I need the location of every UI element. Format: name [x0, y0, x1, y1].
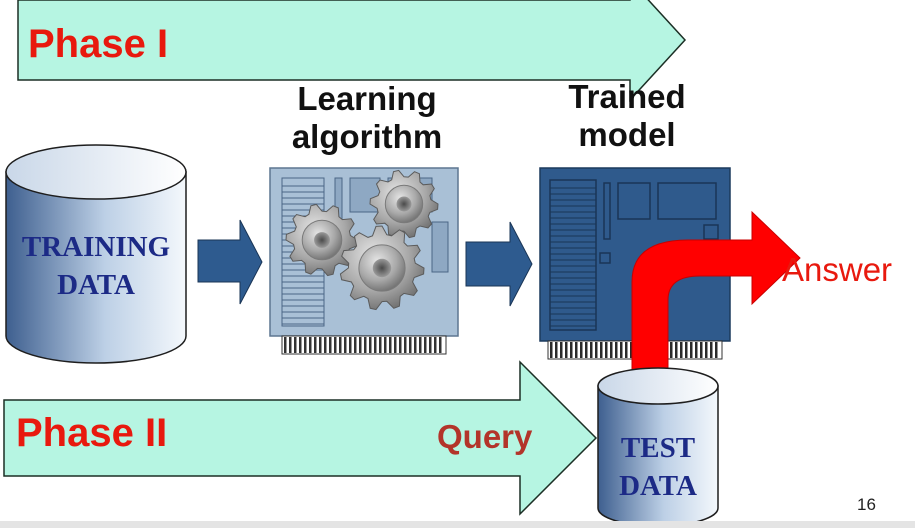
trained-model-caption: Trained model — [527, 78, 727, 154]
training-data-cylinder — [5, 144, 187, 364]
phase-two-label: Phase II — [16, 411, 168, 455]
test-data-line1: TEST — [620, 432, 696, 464]
test-data-label: TEST DATA — [598, 429, 718, 505]
trained-model-line2: model — [578, 116, 676, 153]
gear-icon — [339, 225, 425, 311]
test-data-line2: DATA — [619, 470, 697, 502]
phase-one-label: Phase I — [28, 22, 169, 66]
learning-algorithm-line2: algorithm — [291, 118, 443, 155]
learning-algorithm-line1: Learning — [297, 80, 437, 117]
trained-model-line1: Trained — [568, 78, 686, 115]
flow-arrow-to-model — [465, 221, 533, 307]
slide-number: 16 — [857, 495, 876, 514]
learning-algorithm-caption: Learning algorithm — [262, 80, 472, 156]
answer-arrow — [631, 210, 801, 377]
flow-arrow-to-algorithm — [197, 219, 263, 305]
training-data-label: TRAINING DATA — [6, 228, 186, 304]
query-label: Query — [437, 418, 533, 455]
gear-icon — [369, 169, 439, 239]
phase-one-arrow — [17, 0, 687, 102]
phase-two-arrow — [3, 360, 598, 516]
learning-algorithm-board — [269, 167, 459, 355]
test-data-cylinder — [597, 367, 719, 527]
answer-label: Answer — [782, 251, 893, 288]
training-data-line1: TRAINING — [21, 231, 171, 263]
training-data-line2: DATA — [57, 269, 135, 301]
gear-icon — [285, 203, 359, 277]
